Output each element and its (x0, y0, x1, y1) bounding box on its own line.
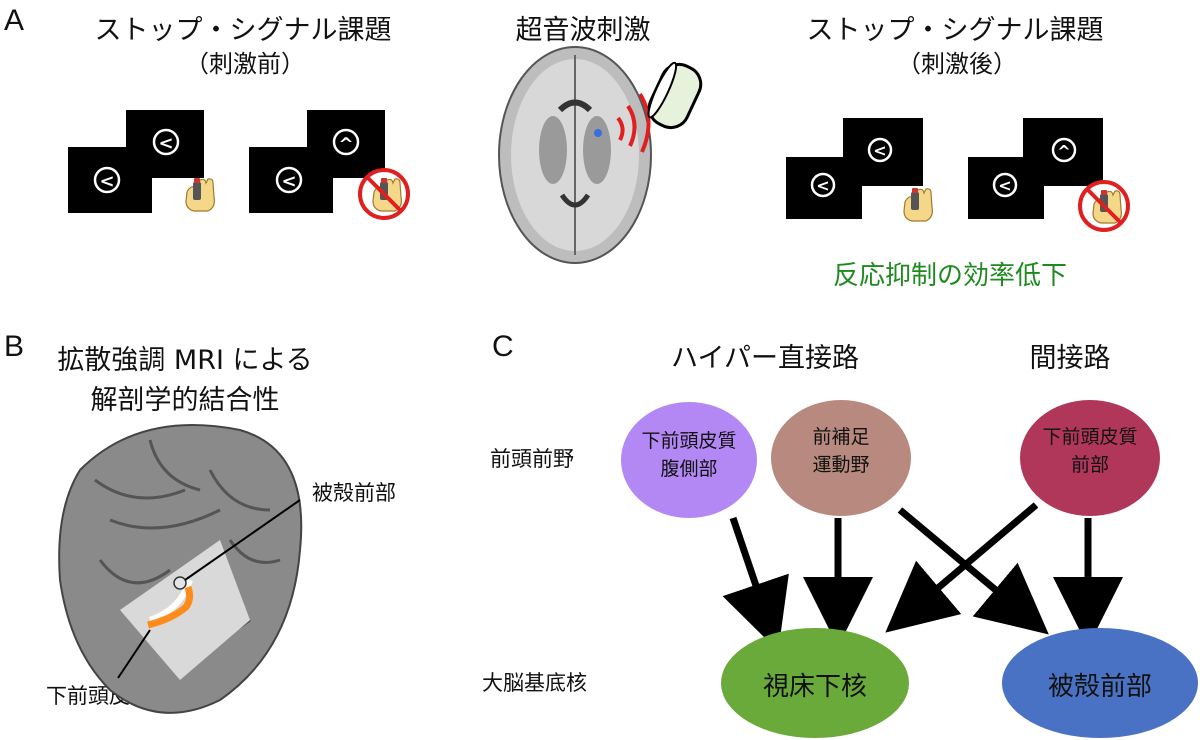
panel-b-letter: B (4, 330, 25, 363)
go-trial-pre: < < (68, 110, 215, 213)
node-ventral-ifg (621, 402, 757, 518)
panel-a-left-subtitle: （刺激前） (185, 50, 305, 78)
node-anterior-putamen (1002, 628, 1198, 738)
brain-axial-slice (498, 46, 703, 264)
panel-c-letter: C (492, 330, 514, 363)
arrow-aifg-stn (885, 502, 1039, 633)
go-arrow-2: < (158, 133, 173, 154)
node-anterior-ifg (1020, 400, 1160, 516)
go-arrow-5: < (873, 141, 886, 160)
go-arrow-6: < (998, 176, 1011, 195)
node-presma-label: 前補足運動野 (812, 426, 870, 476)
node-stn (721, 628, 909, 738)
panel-a-center-title: 超音波刺激 (515, 15, 651, 46)
panel-a-right-title: ストップ・シグナル課題 (806, 15, 1104, 46)
node-vifg-label: 下前頭皮質腹側部 (641, 430, 737, 480)
go-trial-post: < < (786, 118, 934, 222)
brain-3d-render (58, 424, 303, 714)
panel-a-left-title: ストップ・シグナル課題 (94, 15, 392, 46)
panel-b-title-line2: 解剖学的結合性 (90, 385, 280, 416)
row-label-prefrontal: 前頭前野 (490, 447, 574, 471)
label-indirect: 間接路 (1029, 343, 1111, 374)
tract-highlight (147, 585, 194, 629)
arrow-vifg-stn (722, 516, 789, 652)
go-arrow-4: < (816, 176, 829, 195)
transducer-icon (647, 61, 703, 130)
panel-a-right-subtitle: （刺激後） (897, 50, 1017, 78)
panel-b-illustration (58, 424, 303, 714)
arrow-presma-putamen (897, 507, 1049, 635)
go-arrow-1: < (99, 171, 114, 192)
panel-b-title-line1: 拡散強調 MRI による (57, 345, 313, 376)
pathway-arrows (722, 502, 1123, 652)
panel-a-result: 反応抑制の効率低下 (832, 261, 1067, 291)
row-label-basal-ganglia: 大脳基底核 (482, 671, 587, 695)
node-aifg-label: 下前頭皮質前部 (1042, 426, 1138, 476)
stop-arrow-2: ^ (1057, 142, 1070, 161)
stop-trial-post: < ^ (968, 118, 1128, 230)
panel-a-letter: A (4, 4, 25, 37)
label-hyperdirect: ハイパー直接路 (671, 343, 859, 374)
panel-b-label-putamen: 被殻前部 (312, 481, 396, 505)
target-dot (594, 129, 602, 137)
node-stn-label: 視床下核 (762, 672, 867, 702)
stop-trial-pre: < ^ (249, 110, 408, 218)
panel-a-illustration: < < < ^ < < (68, 46, 1200, 264)
stop-arrow-1: ^ (338, 134, 353, 155)
go-arrow-3: < (281, 171, 296, 192)
node-putamen-label: 被殻前部 (1047, 672, 1152, 702)
node-presma (771, 400, 911, 516)
